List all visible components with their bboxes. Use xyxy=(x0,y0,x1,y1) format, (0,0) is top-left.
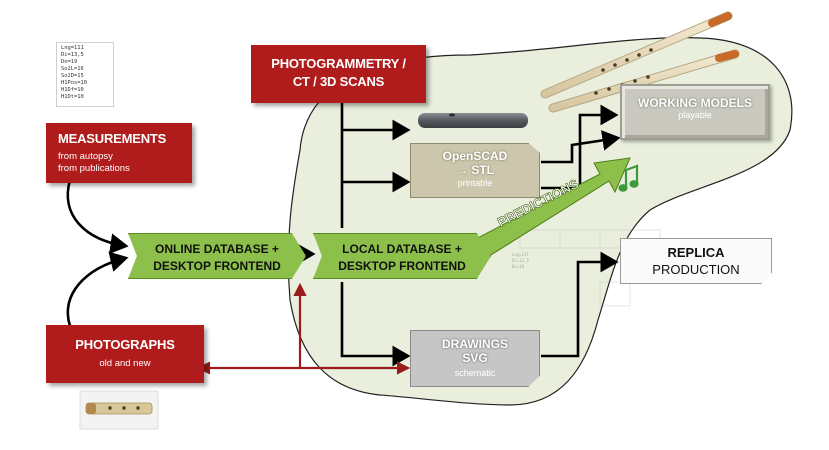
param-line: So2D=15 xyxy=(61,73,84,79)
online-database-line2: DESKTOP FRONTEND xyxy=(153,259,281,273)
photographs-title: PHOTOGRAPHS xyxy=(75,337,175,352)
local-database-line2: DESKTOP FRONTEND xyxy=(338,259,466,273)
local-database-line1: LOCAL DATABASE + xyxy=(342,242,462,256)
measurements-box: MEASUREMENTS from autopsy from publicati… xyxy=(46,123,192,183)
replica-box: REPLICA PRODUCTION xyxy=(620,238,772,284)
photogrammetry-box: PHOTOGRAMMETRY / CT / 3D SCANS xyxy=(251,45,426,103)
measurements-sub2: from publications xyxy=(58,163,130,174)
red-arrows xyxy=(197,282,411,375)
param-line: So2L=16 xyxy=(61,66,84,72)
drawings-box: DRAWINGS SVG schematic xyxy=(410,330,540,387)
param-line: H1Df=10 xyxy=(61,87,84,93)
svg-text:Do=19: Do=19 xyxy=(512,264,525,269)
working-models-title: WORKING MODELS xyxy=(638,96,752,110)
photographs-box: PHOTOGRAPHS old and new xyxy=(46,325,204,383)
param-line: Lng=111 xyxy=(61,45,84,51)
param-line: H1Dt=10 xyxy=(61,94,84,100)
music-note-icon xyxy=(618,164,639,192)
param-line: Do=19 xyxy=(61,59,78,65)
online-database-line1: ONLINE DATABASE + xyxy=(155,242,279,256)
replica-line2: PRODUCTION xyxy=(652,262,740,277)
openscad-sub: printable xyxy=(457,178,493,188)
replica-line1: REPLICA xyxy=(667,245,725,260)
openscad-box: OpenSCAD → STL printable xyxy=(410,143,540,198)
photogrammetry-line1: PHOTOGRAMMETRY / xyxy=(271,56,406,71)
photographs-sub: old and new xyxy=(99,358,151,369)
parameter-card: Lng=111 Di=13,5 Do=19 So2L=16 So2D=15 H1… xyxy=(56,42,114,107)
drawings-line2: SVG xyxy=(462,351,488,365)
param-line: H1Pos=10 xyxy=(61,80,87,86)
working-models-sub: playable xyxy=(678,110,712,120)
measurements-title: MEASUREMENTS xyxy=(58,131,167,146)
openscad-line1: OpenSCAD xyxy=(442,149,508,163)
svg-text:Lng=111: Lng=111 xyxy=(512,252,529,257)
tube-3d-model-image xyxy=(418,113,528,128)
openscad-line2: → STL xyxy=(456,163,494,177)
local-database-box: LOCAL DATABASE + DESKTOP FRONTEND xyxy=(313,233,491,279)
drawings-sub: schematic xyxy=(454,368,496,378)
working-models-box: WORKING MODELS playable xyxy=(620,84,770,140)
drawings-line1: DRAWINGS xyxy=(442,337,508,351)
param-line: Di=13,5 xyxy=(61,52,84,58)
online-database-box: ONLINE DATABASE + DESKTOP FRONTEND xyxy=(128,233,306,279)
faint-sketch xyxy=(519,229,661,307)
flutes-image xyxy=(540,11,740,113)
svg-text:Di=13,5: Di=13,5 xyxy=(512,258,529,263)
measurements-sub1: from autopsy xyxy=(58,151,113,162)
flute-photo-image xyxy=(79,390,159,430)
photogrammetry-line2: CT / 3D SCANS xyxy=(292,74,385,89)
